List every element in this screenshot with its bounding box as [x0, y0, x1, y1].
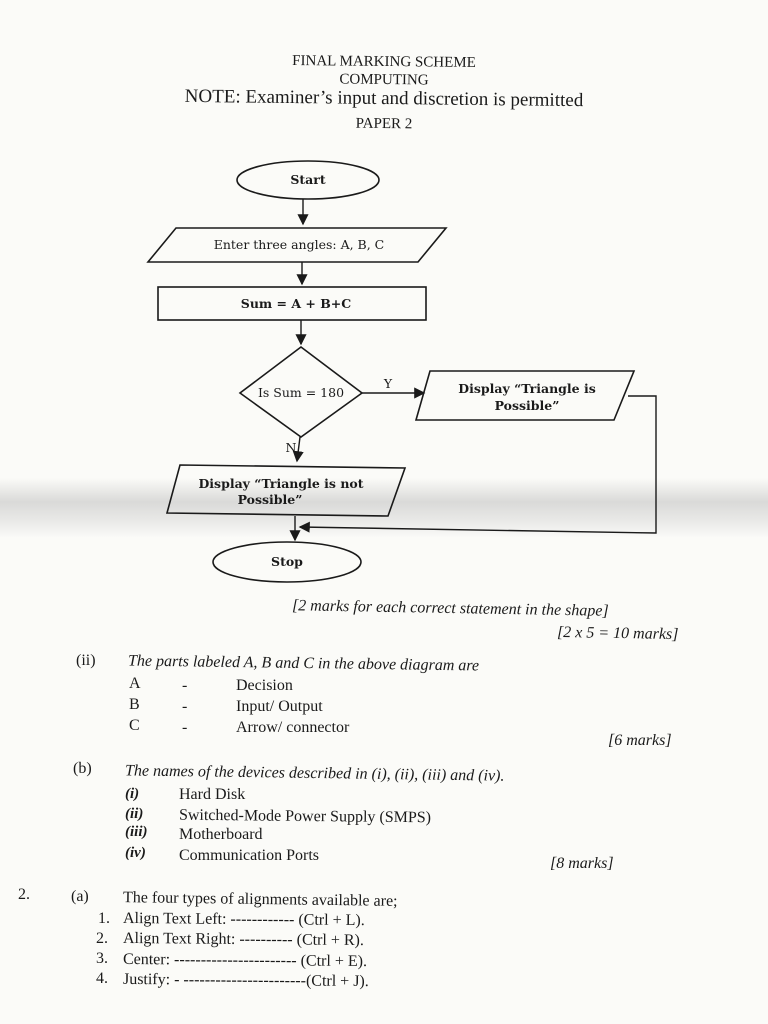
input-label: Enter three angles: A, B, C	[214, 237, 385, 252]
input-parallelogram	[146, 227, 448, 263]
question-2-item-2: Align Text Right: ---------- (Ctrl + R).	[122, 929, 364, 950]
part-b-marks: [8 marks]	[550, 855, 614, 872]
start-label: Start	[290, 172, 325, 187]
part-b-value-i: Hard Disk	[179, 786, 246, 803]
part-ii-label: (ii)	[76, 652, 96, 669]
question-2-num-1: 1.	[98, 910, 110, 927]
no-output-line2: Possible”	[238, 492, 303, 507]
part-ii-key-b: B	[129, 696, 140, 713]
connector-no	[292, 436, 304, 463]
yes-output-parallelogram	[414, 370, 636, 421]
part-ii-value-b: Input/ Output	[236, 698, 323, 715]
part-ii-dash-c: -	[182, 719, 188, 736]
part-b-num-i: (i)	[125, 786, 140, 802]
part-ii-dash-b: -	[182, 698, 188, 715]
yes-label: Y	[383, 376, 393, 391]
process-label: Sum = A + B+C	[241, 296, 351, 311]
question-2-number: 2.	[18, 886, 30, 903]
part-ii-intro: The parts labeled A, B and C in the abov…	[127, 652, 480, 675]
part-b-intro: The names of the devices described in (i…	[124, 762, 505, 785]
stop-label: Stop	[271, 554, 303, 569]
part-b-num-ii: (ii)	[125, 806, 144, 822]
question-2-num-4: 4.	[96, 970, 108, 987]
question-2-part-label: (a)	[71, 888, 89, 905]
no-output-line1: Display “Triangle is not	[198, 476, 363, 491]
part-ii-value-a: Decision	[236, 677, 293, 694]
question-2-item-1: Align Text Left: ------------ (Ctrl + L)…	[122, 909, 365, 930]
question-2-num-3: 3.	[96, 950, 108, 967]
question-2-item-3: Center: ----------------------- (Ctrl + …	[122, 950, 368, 971]
part-b-label: (b)	[73, 760, 92, 777]
part-ii-marks: [6 marks]	[608, 732, 672, 749]
process-rectangle	[157, 286, 427, 321]
no-label: N	[286, 440, 297, 455]
part-ii-key-c: C	[129, 717, 140, 734]
question-2-item-4: Justify: - -----------------------(Ctrl …	[122, 970, 369, 991]
start-terminal	[236, 160, 380, 200]
part-b-num-iii: (iii)	[125, 824, 148, 840]
yes-output-line1: Display “Triangle is	[458, 381, 596, 396]
connector-yes-to-stop	[298, 395, 657, 534]
yes-output-line2: Possible”	[495, 398, 560, 413]
decision-diamond	[238, 345, 364, 438]
decision-label: Is Sum = 180	[258, 385, 344, 400]
stop-terminal	[212, 541, 362, 583]
part-b-num-iv: (iv)	[125, 845, 146, 861]
part-ii-value-c: Arrow/ connector	[236, 719, 350, 736]
part-b-value-iii: Motherboard	[179, 826, 263, 843]
part-ii-dash-a: -	[182, 677, 188, 694]
part-ii-key-a: A	[129, 675, 141, 692]
question-2-num-2: 2.	[96, 930, 108, 947]
no-output-parallelogram	[165, 464, 407, 517]
part-b-value-iv: Communication Ports	[179, 847, 319, 864]
question-2-intro: The four types of alignments available a…	[122, 889, 398, 910]
marks-note-line2: [2 x 5 = 10 marks]	[556, 623, 679, 644]
part-b-value-ii: Switched-Mode Power Supply (SMPS)	[178, 806, 432, 827]
marks-note-line1: [2 marks for each correct statement in t…	[291, 597, 609, 620]
flowchart-diagram: Start Enter three angles: A, B, C Sum = …	[146, 160, 657, 583]
